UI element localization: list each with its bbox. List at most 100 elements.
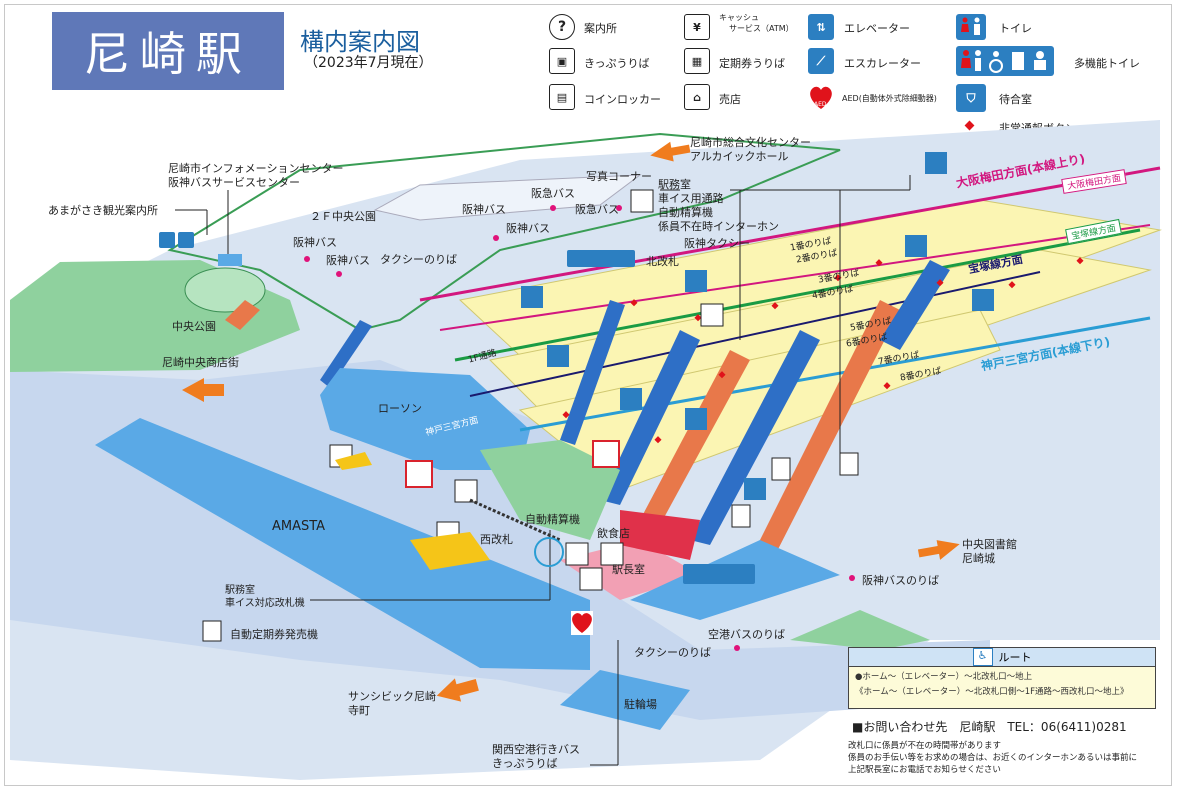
notes: 改札口に係員が不在の時間帯があります 係員のお手伝い等をお求めの場合は、お近くの…: [848, 740, 1137, 776]
label-library-2: 尼崎城: [962, 552, 995, 565]
restaurant-block: [620, 510, 700, 560]
legend-atm-line1: キャッシュ: [719, 13, 759, 22]
atm-area: [410, 532, 490, 570]
legend-atm: キャッシュサービス（ATM）: [719, 12, 794, 34]
stairs-to-park: [320, 320, 372, 388]
label-2f-park: ２Ｆ中央公園: [310, 210, 376, 223]
arrow-library: [917, 540, 960, 560]
label-hanshin-taxi: 阪神タクシー: [684, 237, 750, 250]
label-auto-fare-adjust: 自動精算機: [525, 513, 580, 526]
bus-stop-pin: [734, 645, 740, 651]
amasta-building: [95, 418, 590, 670]
label-office-wheelchair-1: 駅務室: [225, 585, 255, 596]
label-hanshin-bus-b: 阪神バス: [326, 254, 370, 267]
legend-escalator: エスカレーター: [844, 57, 921, 70]
wheelchair-icon: ♿: [972, 648, 993, 666]
legend-ticket-sales: きっぷうりば: [584, 57, 650, 70]
route-header-text: ルート: [998, 651, 1032, 664]
toilet-icon: [956, 14, 986, 40]
label-info-center-1: 尼崎市インフォメーションセンター: [168, 162, 344, 175]
track-osaka-up: [419, 166, 1161, 302]
info-center-building: [218, 254, 242, 266]
commuter-pass-icon: ▦: [684, 48, 710, 74]
atm-icon: ¥: [684, 14, 710, 40]
note-line-1: 改札口に係員が不在の時間帯があります: [848, 741, 1002, 751]
route-line-2: 《ホーム～（エレベーター）～北改札口側～1F通路～西改札口～地上》: [855, 687, 1129, 697]
label-shopping-street: 尼崎中央商店街: [162, 356, 239, 369]
label-library-1: 中央図書館: [962, 538, 1017, 551]
legend-information: 案内所: [584, 22, 617, 35]
right-green: [790, 610, 930, 650]
label-amasta: AMASTA: [272, 519, 326, 534]
ticket-sales-icon: ▣: [549, 48, 575, 74]
coin-locker-highlight: [405, 460, 433, 488]
bus-stop-pin: [550, 205, 556, 211]
label-hanshin-bus-a: 阪神バス: [293, 236, 337, 249]
label-hankyu-bus-a: 阪急バス: [531, 187, 575, 200]
waiting-room-icon: ⛉: [956, 84, 986, 112]
label-restaurant: 飲食店: [597, 527, 630, 540]
legend-coin-locker: コインロッカー: [584, 93, 661, 106]
bus-stop-pin: [493, 235, 499, 241]
arrow-sun-civic: [436, 678, 479, 702]
legend-shop: 売店: [719, 93, 741, 106]
label-office-block-3: 自動精算機: [658, 206, 713, 219]
west-gate-circle: [534, 537, 564, 567]
svg-text:AED: AED: [814, 101, 827, 108]
ticket-gate-line: [469, 498, 561, 542]
label-office-block-2: 車イス用通路: [658, 192, 724, 205]
bus-stop-pin: [849, 575, 855, 581]
track-kobe-down: [519, 316, 1151, 432]
legend-aed: AED(自動体外式除細動器): [842, 94, 937, 103]
label-lawson: ローソン: [378, 402, 422, 415]
label-north-gate: 北改札: [646, 255, 679, 268]
escalator-icon: ⟋: [808, 48, 834, 74]
date-note: （2023年7月現在）: [304, 55, 433, 71]
stair-escalator-group: [560, 260, 950, 565]
label-auto-pass-machine: 自動定期券発売機: [230, 628, 318, 641]
label-taxi-upper: タクシーのりば: [380, 253, 457, 266]
track-takarazuka: [454, 228, 1141, 362]
label-kansai-bus-1: 関西空港行きバス: [492, 743, 580, 756]
emergency-button-markers: [562, 257, 1084, 444]
coin-locker-icon: ▤: [549, 84, 575, 110]
label-hankyu-bus-b: 阪急バス: [575, 203, 619, 216]
elevator-icon: ⇅: [808, 14, 834, 40]
label-office-block-1: 駅務室: [658, 178, 691, 191]
label-office-wheelchair-2: 車イス対応改札機: [225, 598, 305, 609]
label-photo-corner: 写真コーナー: [586, 170, 652, 183]
route-header: ♿ ルート: [849, 648, 1155, 667]
bus-stop-pin: [616, 205, 622, 211]
park-stairs: [225, 300, 260, 330]
label-culture-center-1: 尼崎市総合文化センター: [690, 136, 811, 149]
bus-stop-pin: [304, 256, 310, 262]
label-central-park: 中央公園: [172, 320, 216, 333]
label-station-master: 駅長室: [612, 563, 645, 576]
route-box: ♿ルート ●ホーム～（エレベーター）～北改札口～地上 《ホーム～（エレベーター）…: [848, 647, 1156, 709]
multi-toilet-icon: [956, 46, 1054, 76]
shop-icon: ⌂: [684, 84, 710, 110]
upper-bus-terminal: [373, 174, 642, 221]
label-sun-civic-2: 寺町: [348, 704, 370, 717]
label-airport-bus-stop: 空港バスのりば: [708, 628, 785, 641]
label-info-center-2: 阪神バスサービスセンター: [168, 176, 300, 189]
label-west-gate: 西改札: [480, 533, 513, 546]
atm-area: [335, 452, 372, 470]
track-osaka-up-2: [439, 224, 1151, 331]
label-office-block-4: 係員不在時インターホン: [658, 220, 779, 233]
bicycle-parking-building: [560, 670, 690, 730]
aed-icon: AED: [806, 82, 836, 112]
bus-stop-pin: [336, 271, 342, 277]
contact-info: ■お問い合わせ先 尼崎駅 TEL：06(6411)0281: [852, 720, 1127, 734]
road-area: [10, 360, 990, 720]
label-taxi-stop: タクシーのりば: [634, 646, 711, 659]
note-line-3: 上記駅長室にお電話でお知らせください: [848, 765, 1001, 775]
track-middle: [469, 271, 1041, 397]
station-name: 尼崎駅: [84, 27, 252, 81]
second-floor-deck: [167, 132, 841, 332]
legend-atm-line2: サービス（ATM）: [729, 24, 794, 33]
label-bicycle-parking: 駐輪場: [624, 698, 657, 711]
arrow-culture-center: [650, 141, 691, 162]
label-hanshin-bus-stop: 阪神バスのりば: [862, 574, 939, 587]
